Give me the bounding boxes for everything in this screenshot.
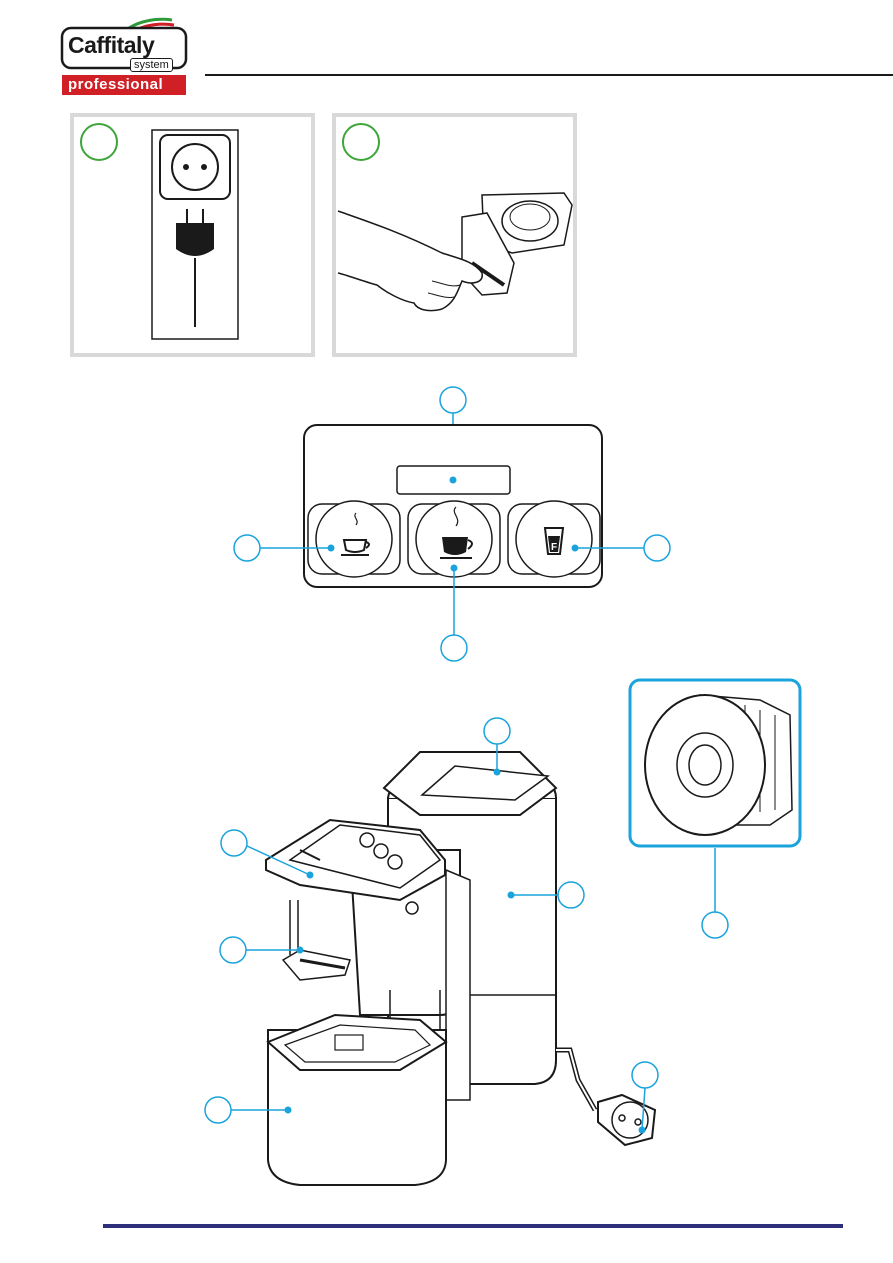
capsule-illustration	[645, 695, 792, 835]
step-panel-plug	[70, 113, 315, 357]
free-dose-glass-icon: F	[545, 528, 563, 554]
free-dose-glyph: F	[551, 542, 557, 553]
logo-professional-text: professional	[68, 76, 163, 93]
callout-circle-free-dose	[644, 535, 670, 561]
machine-diagram	[0, 670, 893, 1210]
footer-rule	[103, 1224, 843, 1228]
control-panel-diagram: F	[0, 380, 893, 680]
callout-circle-lid	[484, 718, 510, 744]
caffitaly-logo: Caffitaly system professional	[58, 18, 190, 98]
callout-circle-capsule	[702, 912, 728, 938]
hand-capsule-holder-illustration	[332, 113, 577, 357]
callout-circle-head	[221, 830, 247, 856]
step-panel-capsule-holder	[332, 113, 577, 357]
callout-circle-display	[440, 387, 466, 413]
callout-circle-holder	[220, 937, 246, 963]
callout-circle-tank	[558, 882, 584, 908]
header-rule	[205, 74, 893, 76]
callout-circle-plug	[632, 1062, 658, 1088]
plug-and-socket-illustration	[70, 113, 315, 357]
callout-circle-drip-tray	[205, 1097, 231, 1123]
callout-circle-coffee	[441, 635, 467, 661]
logo-system-text: system	[130, 58, 173, 72]
callout-circle-espresso	[234, 535, 260, 561]
logo-brand-text: Caffitaly	[68, 32, 154, 59]
drip-tray	[268, 1015, 446, 1185]
